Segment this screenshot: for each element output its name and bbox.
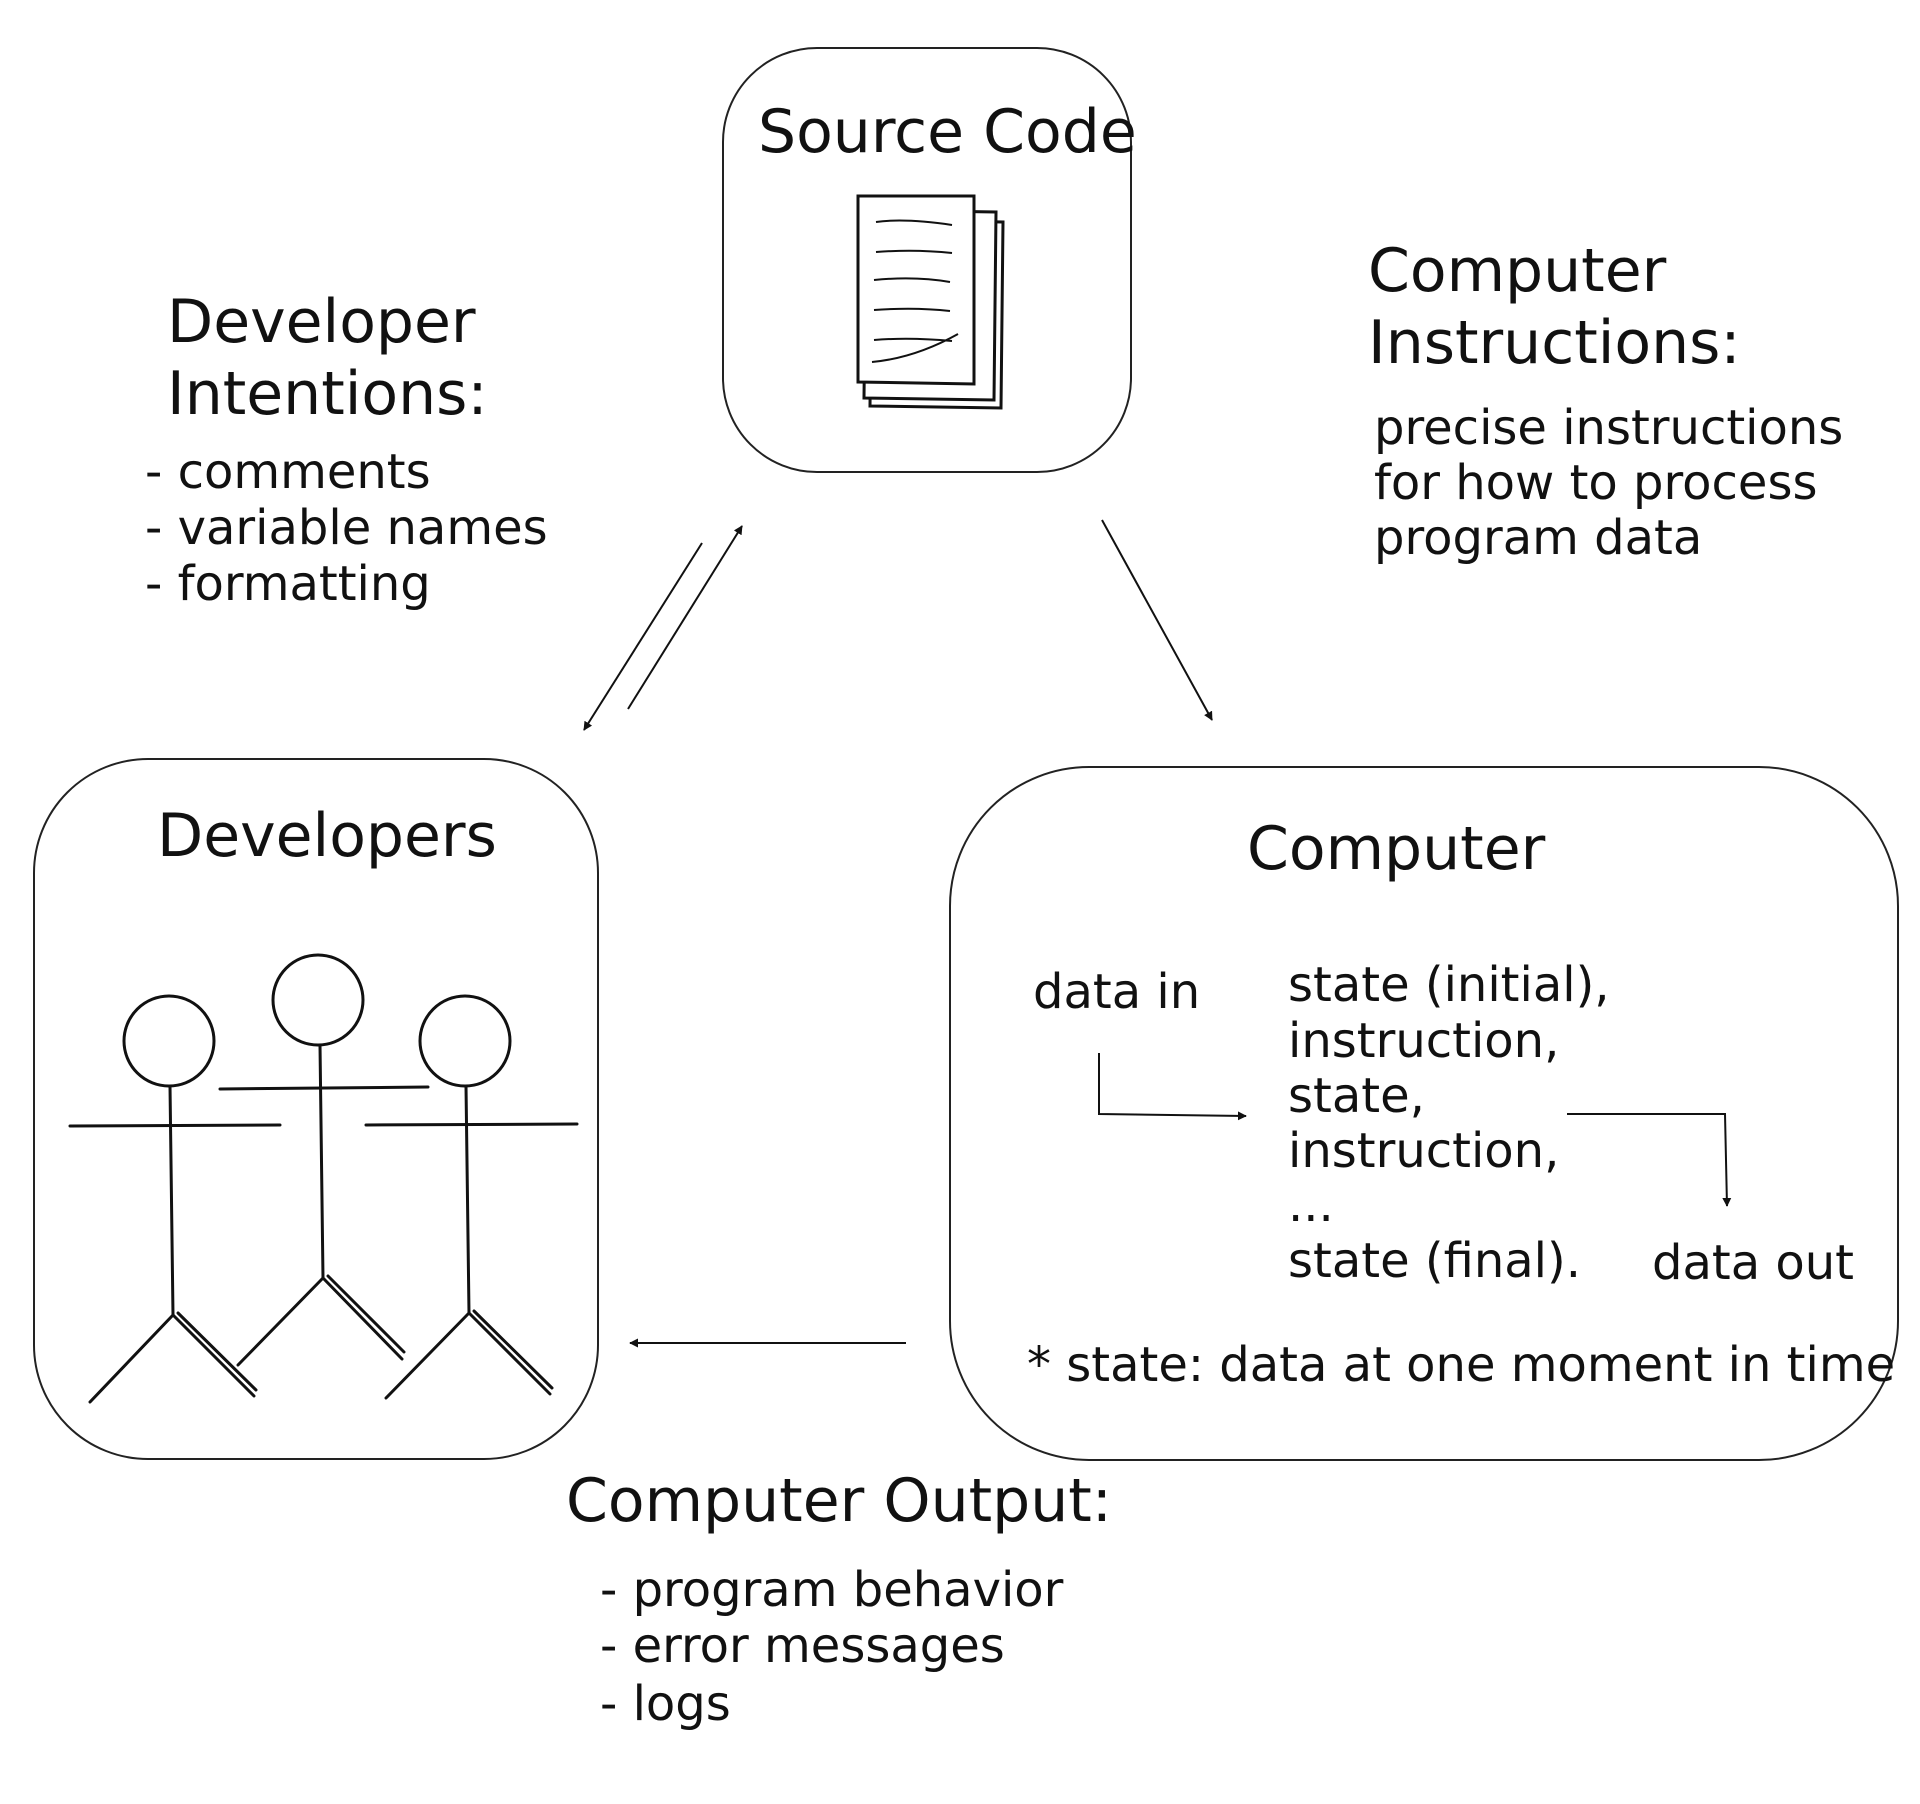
stick-figure-right bbox=[364, 994, 579, 1400]
computer-instructions-description-line: for how to process bbox=[1374, 455, 1818, 511]
computer-box bbox=[949, 766, 1899, 1461]
stick-figure-middle bbox=[218, 953, 430, 1367]
stick-figure-left bbox=[68, 994, 282, 1404]
developer-intentions-heading-line-2: Intentions: bbox=[167, 359, 488, 429]
developer-intentions-item: - comments bbox=[145, 444, 431, 500]
computer-title: Computer bbox=[1247, 814, 1546, 884]
computer-sequence-item: instruction, bbox=[1288, 1013, 1560, 1069]
computer-sequence-item: instruction, bbox=[1288, 1123, 1560, 1179]
arrow-developers-to-source bbox=[627, 525, 743, 710]
developer-intentions-heading-line-1: Developer bbox=[167, 287, 476, 357]
computer-sequence-item: state (initial), bbox=[1288, 957, 1610, 1013]
computer-instructions-description-line: precise instructions bbox=[1374, 400, 1844, 456]
developers-title: Developers bbox=[157, 801, 497, 871]
stick-figures-icon bbox=[68, 953, 579, 1404]
arrow-source-to-developers bbox=[583, 542, 703, 731]
computer-output-heading: Computer Output: bbox=[566, 1466, 1112, 1536]
source-code-title: Source Code bbox=[758, 97, 1137, 167]
source-code-box bbox=[722, 47, 1132, 473]
arrow-source-to-computer bbox=[1101, 519, 1213, 721]
computer-sequence-item: state, bbox=[1288, 1068, 1425, 1124]
computer-data-in-label: data in bbox=[1033, 964, 1201, 1020]
computer-output-item: - program behavior bbox=[600, 1562, 1064, 1618]
arrow-data-in-to-states bbox=[1098, 1053, 1247, 1121]
computer-state-footnote: * state: data at one moment in time bbox=[1027, 1337, 1896, 1393]
computer-instructions-description-line: program data bbox=[1374, 510, 1703, 566]
computer-instructions-heading-line-2: Instructions: bbox=[1368, 308, 1741, 378]
computer-output-item: - logs bbox=[600, 1676, 731, 1732]
documents-icon bbox=[856, 194, 1005, 410]
computer-sequence-item: state (final). bbox=[1288, 1233, 1581, 1289]
developer-intentions-item: - variable names bbox=[145, 500, 548, 556]
arrow-states-to-data-out bbox=[1567, 1113, 1732, 1207]
computer-sequence-item: ... bbox=[1288, 1177, 1334, 1233]
developers-box bbox=[33, 758, 599, 1460]
computer-output-item: - error messages bbox=[600, 1618, 1005, 1674]
developer-intentions-item: - formatting bbox=[145, 556, 431, 612]
computer-instructions-heading-line-1: Computer bbox=[1368, 236, 1667, 306]
computer-data-out-label: data out bbox=[1652, 1235, 1854, 1291]
